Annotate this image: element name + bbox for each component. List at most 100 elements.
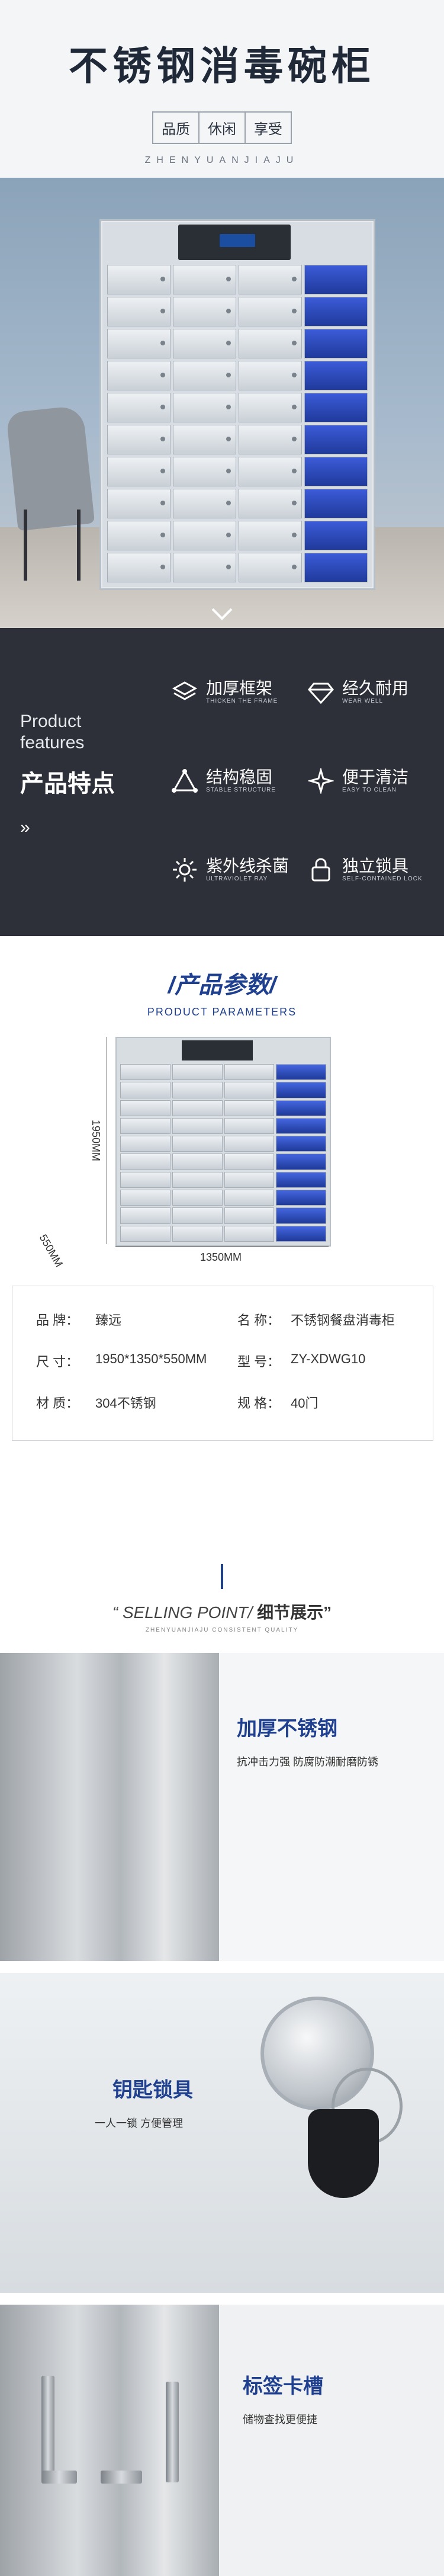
selling-point-title: “ SELLING POINT/ 细节展示” bbox=[112, 1603, 332, 1622]
tag-row: 品质 休闲 享受 bbox=[0, 111, 444, 144]
cabinet-door-grid bbox=[120, 1064, 326, 1242]
spec-row: 品 牌： 臻远 名 称： 不锈钢餐盘消毒柜 bbox=[36, 1313, 395, 1328]
cabinet-door bbox=[224, 1190, 275, 1206]
feature-wear-well: 经久耐用 WEAR WELL bbox=[308, 675, 438, 717]
cabinet-door bbox=[172, 1064, 223, 1081]
cabinet-door bbox=[239, 553, 302, 582]
control-panel bbox=[182, 1040, 253, 1060]
height-label: 1950MM bbox=[90, 1120, 102, 1162]
cabinet-door bbox=[120, 1190, 170, 1206]
feature-easy-clean: 便于清洁 EASY TO CLEAN bbox=[308, 764, 438, 806]
brand-spell: ZHENYUANJIAJU bbox=[144, 155, 300, 165]
cabinet-door bbox=[172, 1082, 223, 1098]
cabinet-door bbox=[239, 297, 302, 326]
cabinet-door bbox=[173, 393, 236, 422]
cabinet-door bbox=[304, 361, 368, 390]
cabinet-door bbox=[224, 1225, 275, 1242]
cabinet-door bbox=[120, 1154, 170, 1170]
diamond-icon bbox=[308, 683, 334, 704]
cabinet-door bbox=[276, 1171, 326, 1188]
depth-label: 550MM bbox=[37, 1232, 66, 1269]
cabinet-door bbox=[304, 457, 368, 486]
cabinet-door bbox=[239, 457, 302, 486]
cabinet-door bbox=[276, 1100, 326, 1116]
cabinet-door bbox=[172, 1225, 223, 1242]
cabinet-door bbox=[224, 1064, 275, 1081]
steel-texture-image bbox=[0, 1653, 219, 1961]
cabinet-door bbox=[173, 553, 236, 582]
cabinet-door bbox=[120, 1117, 170, 1135]
cabinet-door bbox=[224, 1117, 275, 1135]
feature-thicken-frame: 加厚框架 THICKEN THE FRAME bbox=[172, 675, 302, 717]
detail-desc: 一人一锁 方便管理 bbox=[95, 2117, 184, 2129]
hero-image bbox=[0, 178, 444, 628]
cabinet-door bbox=[120, 1171, 170, 1188]
cabinet-door bbox=[173, 425, 236, 454]
cabinet-door bbox=[304, 393, 368, 422]
spec-table: 品 牌： 臻远 名 称： 不锈钢餐盘消毒柜 尺 寸： 1950*1350*550… bbox=[12, 1286, 433, 1441]
cabinet-door bbox=[172, 1171, 223, 1188]
cabinet-door bbox=[172, 1136, 223, 1152]
cabinet-door bbox=[107, 393, 170, 422]
accent-bar bbox=[221, 1564, 223, 1589]
sun-icon bbox=[173, 858, 197, 882]
cabinet-door bbox=[224, 1136, 275, 1152]
cabinet-door bbox=[120, 1064, 170, 1081]
cabinet-door bbox=[107, 361, 170, 390]
cabinet-door bbox=[224, 1100, 275, 1116]
params-subtitle: PRODUCT PARAMETERS bbox=[147, 1006, 297, 1018]
layers-icon bbox=[172, 681, 198, 700]
cabinet-door bbox=[276, 1136, 326, 1152]
detail-heading: 加厚不锈钢 bbox=[237, 1718, 337, 1740]
cabinet-door bbox=[107, 265, 170, 294]
feature-stable-structure: 结构稳固 STABLE STRUCTURE bbox=[172, 764, 302, 806]
feature-uv-sterilize: 紫外线杀菌 ULTRAVIOLET RAY bbox=[172, 853, 302, 895]
cabinet-door bbox=[107, 425, 170, 454]
detail-label-slot: 标签卡槽 储物查找更便捷 bbox=[0, 2305, 444, 2576]
cabinet-door bbox=[224, 1082, 275, 1098]
cabinet-door bbox=[172, 1207, 223, 1224]
cabinet-door bbox=[107, 457, 170, 486]
cabinet-door bbox=[276, 1064, 326, 1081]
detail-heading: 标签卡槽 bbox=[243, 2375, 323, 2398]
cabinet-door bbox=[107, 297, 170, 326]
chair-decor bbox=[5, 405, 101, 581]
cabinet-door bbox=[173, 329, 236, 358]
cabinet-door bbox=[173, 265, 236, 294]
cabinet-door bbox=[239, 361, 302, 390]
lock-icon bbox=[311, 858, 330, 882]
cabinet-door bbox=[276, 1225, 326, 1242]
tag-enjoy: 享受 bbox=[246, 111, 292, 144]
cabinet-door bbox=[304, 265, 368, 294]
width-label: 1350MM bbox=[200, 1251, 242, 1263]
cabinet-door bbox=[173, 489, 236, 518]
cabinet-door bbox=[173, 361, 236, 390]
cabinet-door bbox=[173, 457, 236, 486]
cabinet-door bbox=[172, 1100, 223, 1116]
detail-heading: 钥匙锁具 bbox=[112, 2079, 193, 2101]
feature-independent-lock: 独立锁具 SELF-CONTAINED LOCK bbox=[308, 853, 438, 895]
cabinet-door bbox=[304, 553, 368, 582]
cabinet-door bbox=[172, 1190, 223, 1206]
detail-thick-steel: 加厚不锈钢 抗冲击力强 防腐防潮耐磨防锈 bbox=[0, 1653, 444, 1961]
cabinet-door bbox=[120, 1100, 170, 1116]
cabinet-door bbox=[172, 1117, 223, 1135]
cabinet-door bbox=[276, 1154, 326, 1170]
header-section: 不锈钢消毒碗柜 品质 休闲 享受 ZHENYUANJIAJU bbox=[0, 0, 444, 178]
cabinet-door bbox=[239, 521, 302, 550]
cabinet-image bbox=[99, 219, 375, 590]
params-title: /产品参数/ bbox=[168, 972, 276, 998]
cabinet-door bbox=[304, 425, 368, 454]
cabinet-door bbox=[304, 521, 368, 550]
cabinet-door bbox=[276, 1117, 326, 1135]
tag-leisure: 休闲 bbox=[200, 111, 246, 144]
cabinet-door bbox=[173, 297, 236, 326]
cabinet-door bbox=[172, 1154, 223, 1170]
tag-quality: 品质 bbox=[152, 111, 200, 144]
features-cn-title: 产品特点 bbox=[20, 771, 115, 797]
cabinet-door bbox=[239, 393, 302, 422]
cabinet-door bbox=[239, 489, 302, 518]
cabinet-door bbox=[239, 425, 302, 454]
features-en-title: Product features bbox=[20, 712, 85, 752]
